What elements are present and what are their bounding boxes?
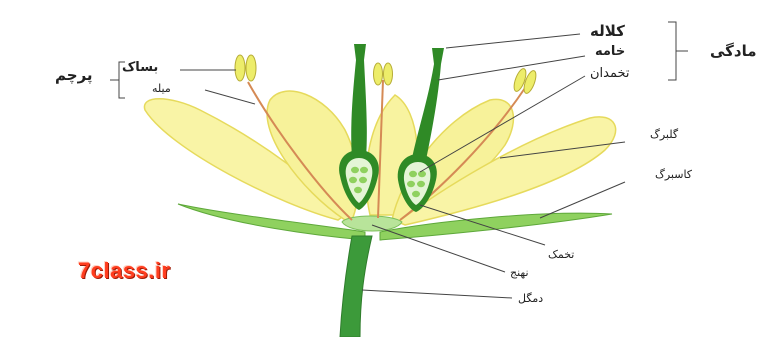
anther-label: بساک <box>122 60 158 75</box>
leader-stigma <box>446 34 580 48</box>
ovule <box>349 177 357 183</box>
receptacle-label: نهنج <box>510 266 529 279</box>
ovule <box>412 191 420 197</box>
leader-stalk <box>362 290 512 298</box>
ovule <box>418 171 426 177</box>
ovary-label: تخمدان <box>590 66 630 81</box>
ovule <box>351 167 359 173</box>
pistil-bracket <box>668 22 688 80</box>
leader-sepal <box>540 182 625 218</box>
ovule <box>354 187 362 193</box>
anther-center-b <box>384 63 393 85</box>
anther-left-b <box>246 55 256 81</box>
anther-center-a <box>374 63 383 85</box>
stamen-label: پرچم <box>55 66 93 84</box>
sepal-label: کاسبرگ <box>655 168 692 181</box>
petal-label: گلبرگ <box>650 128 678 141</box>
ovule <box>407 181 415 187</box>
ovule <box>417 181 425 187</box>
ovule <box>359 177 367 183</box>
leader-style <box>438 56 585 80</box>
site-watermark: 7class.ir <box>78 258 171 284</box>
stalk-shape <box>340 236 372 337</box>
ovule-label: تخمک <box>548 248 574 261</box>
ovule <box>360 167 368 173</box>
anther-left-a <box>235 55 245 81</box>
stalk-label: دمگل <box>518 292 543 305</box>
anthers <box>235 55 538 95</box>
style-left <box>351 44 367 158</box>
leader-filament <box>205 90 255 104</box>
ovule <box>409 171 417 177</box>
stigma-label: کلاله <box>590 22 625 40</box>
filament-label: میله <box>152 82 171 95</box>
pistil-label: مادگی <box>710 42 757 60</box>
style-label: خامه <box>595 44 625 59</box>
